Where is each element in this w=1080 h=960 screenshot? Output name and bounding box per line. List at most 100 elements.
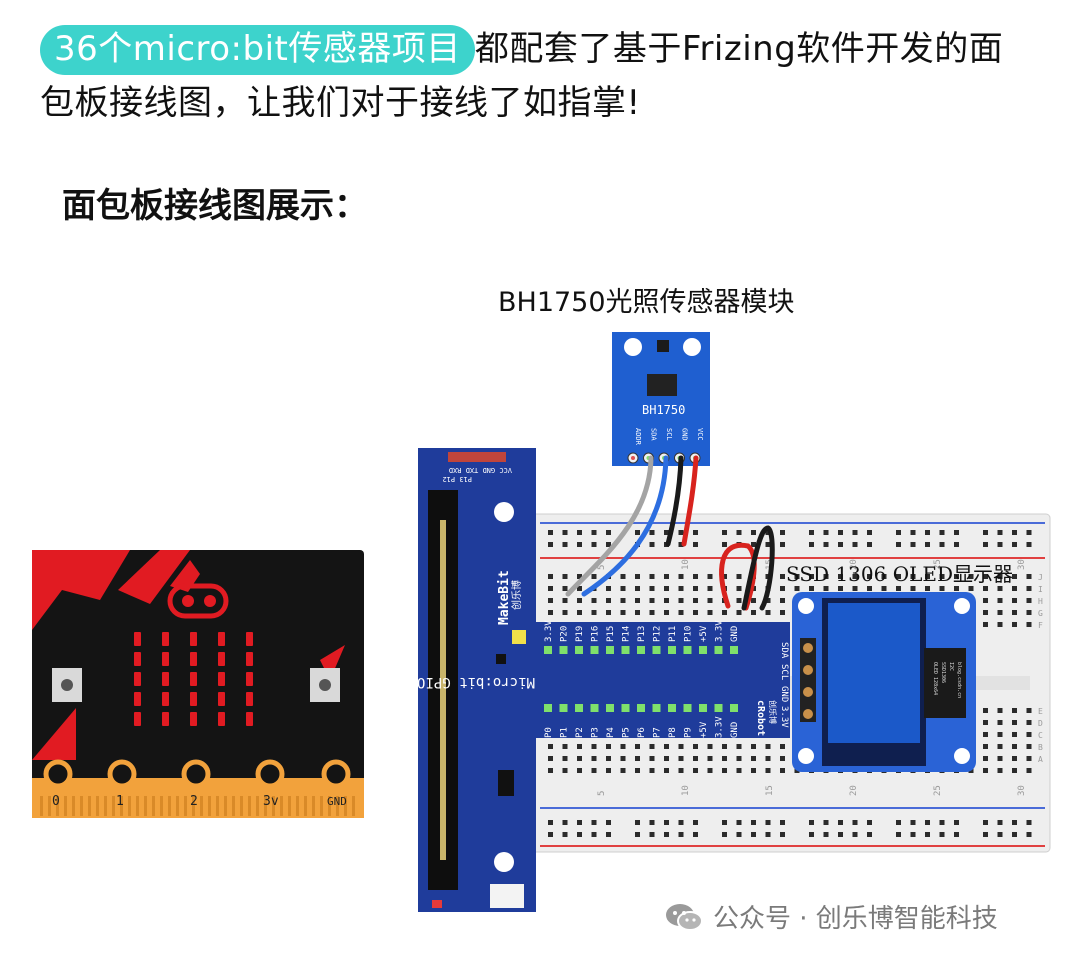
breadboard-hole [548,530,553,535]
board-pin-label-top: GND [730,626,740,642]
breadboard-hole [983,820,988,825]
board-pin-label-bottom: P2 [575,727,585,738]
board-pin-top [544,646,552,654]
breadboard-hole [997,530,1003,535]
breadboard-hole [635,820,640,825]
board-pin-top [590,646,599,654]
breadboard-hole [751,832,756,837]
breadboard-hole [751,744,756,749]
breadboard-hole [693,744,698,749]
microbit-edge-finger [160,796,163,816]
breadboard-hole [881,586,887,591]
board-pin-bottom [559,704,568,712]
breadboard-hole [620,756,626,761]
breadboard-hole [577,586,582,591]
breadboard-hole [751,530,756,535]
watermark-text: 公众号 · 创乐博智能科技 [713,904,998,934]
breadboard-hole [606,586,611,591]
breadboard-hole [1026,756,1032,761]
microbit-led [134,632,141,646]
breadboard-row-letter: H [1038,597,1043,606]
breadboard-hole [736,574,742,579]
breadboard-hole [649,530,655,535]
breadboard-hole [896,820,901,825]
board-pin-label-bottom: P0 [544,727,554,738]
breadboard-hole [997,768,1003,773]
breadboard-hole [606,768,611,773]
breadboard-hole [548,542,553,547]
breadboard-hole [809,542,814,547]
oled-display: OLED 128x64 SSD1306 I2C blog.csdn.cn SDA… [779,592,976,772]
microbit-pad-ring [321,759,351,789]
breadboard-hole [736,756,742,761]
breadboard-hole [954,574,959,579]
microbit-edge-finger [272,796,275,816]
breadboard-hole [1012,610,1017,615]
breadboard-hole [983,708,988,713]
breadboard-hole [997,708,1003,713]
breadboard-hole [809,832,814,837]
microbit-edge-finger [248,796,251,816]
breadboard-hole [1012,708,1017,713]
breadboard-column-number: 15 [765,785,775,796]
microbit-edge-finger [288,796,291,816]
breadboard-hole [780,530,785,535]
microbit-edge-finger [104,796,107,816]
breadboard-hole [997,610,1003,615]
microbit-pad-0: 0 [52,794,60,809]
breadboard-hole [707,768,713,773]
microbit-pad-ring [255,759,285,789]
microbit-led [218,692,225,706]
breadboard-hole [765,756,771,761]
breadboard-hole [635,832,640,837]
board-top-header: VCC GND TXD RXD [449,466,512,474]
breadboard-hole [591,744,597,749]
breadboard-hole [635,756,640,761]
microbit-edge-finger [40,796,43,816]
breadboard-hole [968,574,974,579]
board-pin-label-top: P14 [622,626,632,642]
breadboard-hole [954,586,959,591]
sensor-caption: BH1750光照传感器模块 [498,287,795,318]
microbit-led [190,712,197,726]
breadboard-hole [751,610,756,615]
breadboard-hole [983,610,988,615]
breadboard-hole [925,574,930,579]
breadboard-hole [664,832,669,837]
breadboard-hole [751,598,756,603]
board-pin-label-bottom: P6 [637,727,647,738]
microbit-pad-3v: 3v [263,794,279,809]
breadboard-hole [664,586,669,591]
sensor-pin-label: SDA [650,428,658,441]
sensor-pin-label: ADDR [634,428,642,446]
microbit-edge-finger [224,796,227,816]
breadboard-hole [794,586,800,591]
breadboard-hole [780,832,785,837]
microbit-led [246,712,253,726]
breadboard-hole [562,586,568,591]
breadboard-hole [620,768,626,773]
breadboard-hole [722,832,727,837]
breadboard-hole [939,530,945,535]
breadboard-hole [664,598,669,603]
breadboard-hole [954,820,959,825]
breadboard-hole [562,530,568,535]
breadboard-hole [591,756,597,761]
microbit-edge-finger [344,796,347,816]
breadboard-column-number: 25 [933,559,943,570]
breadboard-hole [939,574,945,579]
microbit-led [134,712,141,726]
breadboard-hole [997,586,1003,591]
breadboard-hole [896,530,901,535]
breadboard-hole [736,586,742,591]
breadboard-hole [620,598,626,603]
breadboard-hole [896,832,901,837]
breadboard-hole [780,586,785,591]
breadboard-hole [1026,542,1032,547]
board-pin-bottom [575,704,583,712]
breadboard-hole [649,744,655,749]
breadboard-hole [997,622,1003,627]
board-pin-label-top: +5V [699,625,709,642]
